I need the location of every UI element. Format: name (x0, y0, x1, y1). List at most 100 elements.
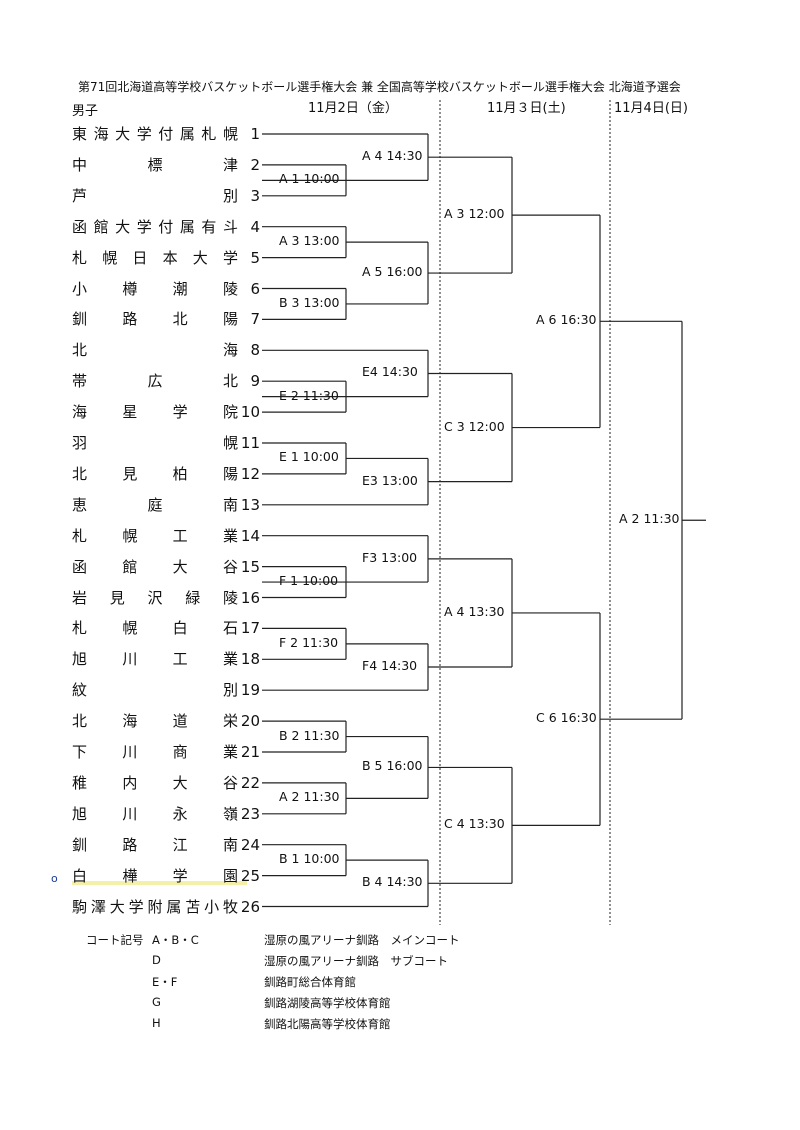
team-seed-number: 4 (250, 217, 260, 236)
team-name: 釧路江南 (72, 835, 238, 854)
team-seed-number: 11 (240, 434, 260, 452)
team-name: 小樽潮陵 (72, 279, 238, 298)
team-row: 小樽潮陵 6 (72, 278, 260, 300)
team-name: 岩見沢緑陵 (72, 588, 238, 607)
match-label: C 4 13:30 (444, 816, 505, 832)
legend-venue: 湿原の風アリーナ釧路 サブコート (264, 954, 448, 968)
match-label: B 2 11:30 (279, 727, 340, 743)
team-name: 駒澤大学附属苫小牧 (72, 897, 238, 916)
team-row: 北海 8 (72, 339, 260, 361)
team-name: 函館大学付属有斗 (72, 217, 238, 236)
team-seed-number: 10 (240, 403, 260, 422)
team-name: 北海道栄 (72, 712, 238, 731)
legend-code: A・B・C (152, 933, 199, 947)
team-name: 恵庭南 (72, 495, 238, 514)
team-seed-number: 19 (240, 681, 260, 700)
legend-venue: 釧路湖陵高等学校体育館 (264, 996, 391, 1010)
match-label: A 4 13:30 (444, 603, 505, 619)
team-name: 旭川永嶺 (72, 804, 238, 823)
team-name: 芦別 (72, 186, 238, 205)
team-name: 旭川工業 (72, 650, 238, 669)
match-label: E 2 11:30 (279, 387, 339, 403)
team-name: 下川商業 (72, 743, 238, 761)
match-label: F4 14:30 (362, 658, 418, 674)
legend-venue: 釧路北陽高等学校体育館 (264, 1017, 391, 1031)
match-label: C 6 16:30 (536, 710, 597, 726)
team-name: 東海大学付属札幌 (72, 125, 238, 143)
team-row: 釧路北陽 7 (72, 308, 260, 330)
team-row: 函館大学付属有斗 4 (72, 216, 260, 238)
team-seed-number: 1 (250, 125, 260, 143)
team-name: 札幌工業 (72, 526, 238, 545)
team-seed-number: 16 (240, 588, 260, 607)
match-label: F3 13:00 (362, 549, 418, 565)
team-seed-number: 20 (240, 712, 260, 731)
team-seed-number: 8 (250, 341, 260, 360)
team-seed-number: 6 (250, 279, 260, 298)
team-name: 稚内大谷 (72, 773, 238, 792)
team-name: 中標津 (72, 155, 238, 174)
match-label: A 4 14:30 (362, 148, 423, 164)
legend-code: E・F (152, 975, 178, 989)
legend-code: H (152, 1016, 161, 1030)
team-seed-number: 18 (240, 650, 260, 669)
team-name: 帯広北 (72, 372, 238, 391)
day-header-1: 11月2日（金） (308, 101, 398, 116)
page-title: 第71回北海道高等学校バスケットボール選手権大会 兼 全国高等学校バスケットボー… (78, 80, 681, 94)
team-name: 北海 (72, 341, 238, 360)
match-label: A 5 16:00 (362, 264, 423, 280)
team-seed-number: 21 (240, 743, 260, 761)
team-seed-number: 14 (240, 526, 260, 545)
match-label: A 6 16:30 (536, 312, 597, 328)
team-seed-number: 3 (250, 186, 260, 205)
legend-code: G (152, 995, 161, 1009)
circle-marker: o (51, 872, 58, 885)
match-label: E3 13:00 (362, 472, 418, 488)
team-row: 芦別 3 (72, 185, 260, 207)
team-seed-number: 12 (240, 464, 260, 483)
team-seed-number: 7 (250, 310, 260, 329)
legend-heading: コート記号 (86, 933, 144, 947)
match-label: A 1 10:00 (279, 171, 340, 187)
match-label: B 4 14:30 (362, 874, 423, 890)
team-seed-number: 2 (250, 155, 260, 174)
team-name: 函館大谷 (72, 557, 238, 576)
day-header-3: 11月4日(日) (614, 101, 688, 116)
day-header-2: 11月３日(土) (487, 101, 566, 116)
team-name: 釧路北陽 (72, 310, 238, 329)
team-row: 東海大学付属札幌 1 (72, 123, 260, 145)
match-label: B 3 13:00 (279, 294, 340, 310)
team-name: 北見柏陽 (72, 464, 238, 483)
legend-code: D (152, 953, 161, 967)
legend-venue: 釧路町総合体育館 (264, 975, 356, 989)
team-seed-number: 23 (240, 804, 260, 823)
match-label: F 1 10:00 (279, 573, 339, 589)
match-label: E4 14:30 (362, 364, 418, 380)
team-seed-number: 25 (240, 866, 260, 885)
team-seed-number: 22 (240, 773, 260, 792)
match-label: F 2 11:30 (279, 634, 339, 650)
match-label: A 3 13:00 (279, 233, 340, 249)
team-name: 海星学院 (72, 403, 238, 422)
match-label: A 2 11:30 (619, 511, 680, 527)
highlight-mark (72, 881, 247, 885)
match-label: E 1 10:00 (279, 449, 339, 465)
match-label: A 2 11:30 (279, 789, 340, 805)
team-name: 紋別 (72, 681, 238, 700)
